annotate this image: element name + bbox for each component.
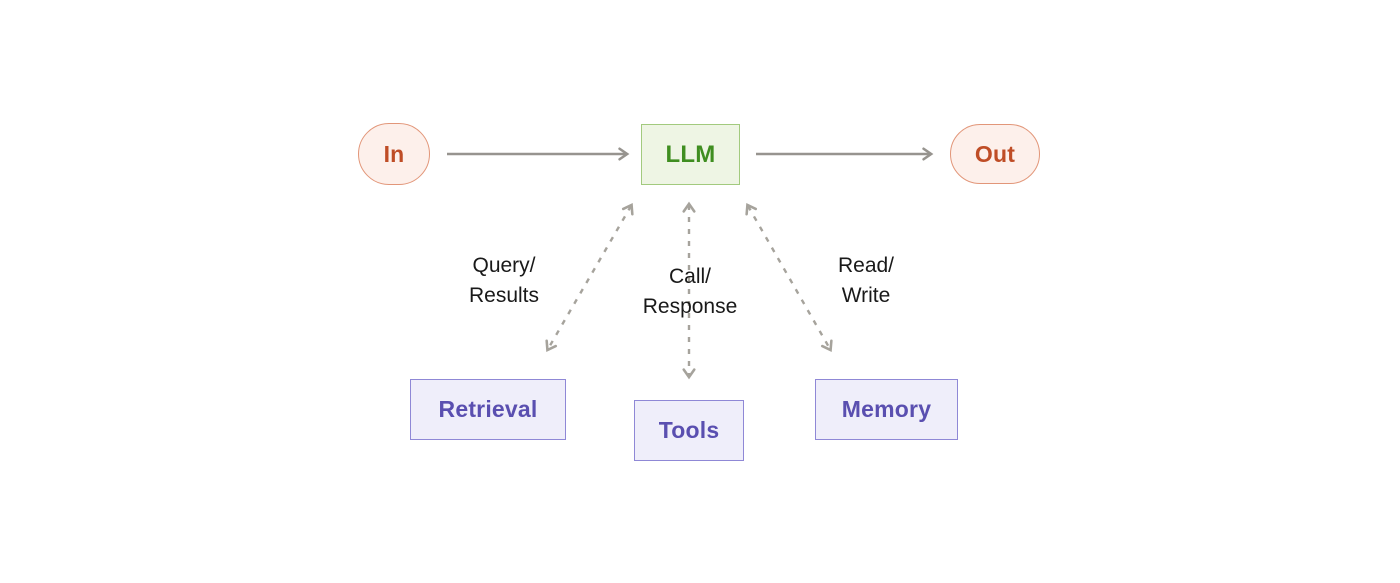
node-llm-label: LLM: [665, 140, 716, 168]
edge-label-call-response: Call/ Response: [642, 265, 738, 318]
edge-label-query-results: Query/ Results: [468, 254, 540, 307]
edge-label-read-write: Read/ Write: [837, 254, 895, 307]
node-llm: LLM: [641, 124, 740, 185]
node-in-label: In: [383, 140, 405, 167]
node-retrieval: Retrieval: [410, 379, 566, 440]
edge-llm-memory: [745, 203, 833, 352]
node-out-label: Out: [974, 140, 1016, 167]
edge-llm-retrieval: [545, 203, 634, 352]
node-out: Out: [950, 124, 1040, 184]
node-memory: Memory: [815, 379, 958, 440]
node-in: In: [358, 123, 430, 185]
node-tools-label: Tools: [658, 417, 720, 443]
node-memory-label: Memory: [841, 396, 932, 422]
node-retrieval-label: Retrieval: [438, 396, 538, 422]
node-tools: Tools: [634, 400, 744, 461]
